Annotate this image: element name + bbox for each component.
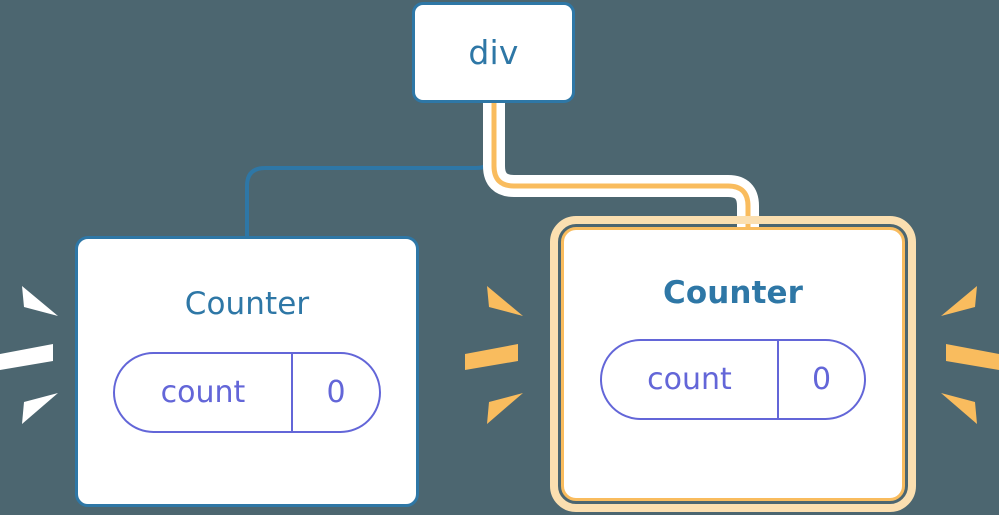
sparkle-middle-group — [465, 286, 523, 424]
state-pill-left: count 0 — [113, 352, 381, 433]
sparkle-ray-lower — [487, 393, 523, 424]
node-counter-right-label: Counter — [662, 275, 804, 311]
sparkle-ray-lower — [941, 393, 977, 424]
sparkle-ray-lower — [22, 393, 58, 424]
state-key-right: count — [647, 361, 732, 397]
sparkle-ray-middle — [946, 344, 999, 370]
node-counter-left[interactable]: Counter count 0 — [75, 236, 419, 507]
node-counter-right[interactable]: Counter count 0 — [561, 227, 905, 501]
sparkle-ray-upper — [941, 286, 977, 316]
node-counter-left-label: Counter — [184, 286, 310, 322]
edge-div-to-counter-right — [491, 103, 751, 232]
sparkle-right-outer-group — [941, 286, 999, 424]
sparkle-ray-upper — [22, 286, 58, 316]
state-pill-right: count 0 — [600, 339, 866, 420]
edge-div-to-counter-left — [245, 103, 496, 236]
sparkle-ray-upper — [487, 286, 523, 316]
sparkle-ray-middle — [465, 344, 518, 370]
sparkle-ray-middle — [0, 344, 53, 370]
state-value-left: 0 — [291, 354, 379, 431]
sparkle-left-outer-group — [0, 286, 58, 424]
edge-div-to-counter-right-glow — [483, 103, 759, 232]
state-key-left: count — [160, 374, 246, 410]
node-div[interactable]: div — [412, 2, 575, 103]
node-div-label: div — [468, 33, 519, 72]
state-value-right: 0 — [777, 341, 864, 418]
